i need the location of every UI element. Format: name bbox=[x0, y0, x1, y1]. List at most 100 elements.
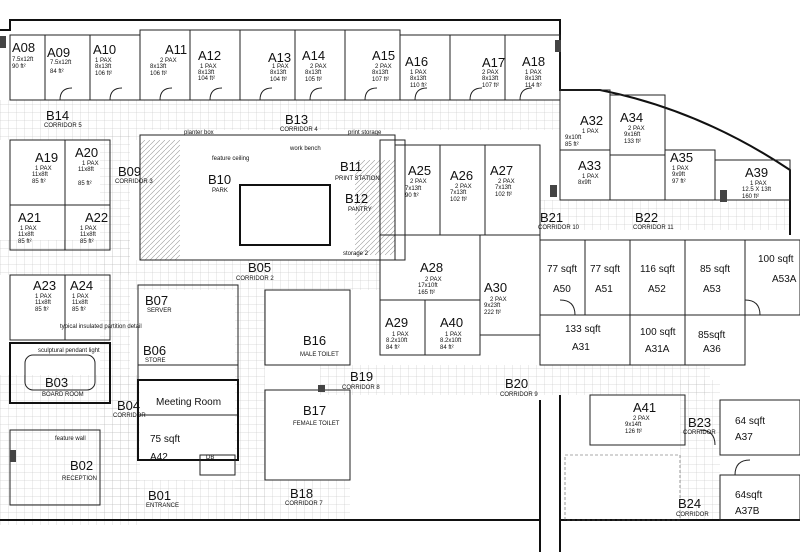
room-a15: A15 bbox=[372, 48, 395, 63]
svg-text:2 PAX: 2 PAX bbox=[160, 58, 177, 64]
svg-text:7x13ft: 7x13ft bbox=[450, 190, 467, 196]
svg-text:85 ft²: 85 ft² bbox=[72, 307, 86, 313]
svg-text:7.5x12ft: 7.5x12ft bbox=[50, 60, 72, 66]
area-a50: A50 bbox=[553, 284, 571, 295]
center-block bbox=[137, 134, 406, 481]
room-a27: A27 bbox=[490, 163, 513, 178]
area-a31-sqft: 133 sqft bbox=[565, 324, 601, 335]
svg-text:160 ft²: 160 ft² bbox=[742, 194, 759, 200]
svg-text:9x14ft: 9x14ft bbox=[625, 422, 642, 428]
room-a19: A19 bbox=[35, 150, 58, 165]
space-b24: B24 bbox=[678, 496, 701, 511]
room-notes: 7.5x12ft 90 ft² 7.5x12ft 84 ft² 1 PAX 8x… bbox=[12, 57, 771, 435]
svg-text:8x13ft: 8x13ft bbox=[95, 64, 112, 70]
svg-text:165 ft²: 165 ft² bbox=[418, 290, 435, 296]
svg-text:8x13ft: 8x13ft bbox=[410, 76, 427, 82]
svg-text:114 ft²: 114 ft² bbox=[525, 83, 542, 89]
room-a20: A20 bbox=[75, 145, 98, 160]
svg-text:11x8ft: 11x8ft bbox=[80, 232, 96, 238]
svg-text:106 ft²: 106 ft² bbox=[95, 71, 112, 77]
svg-text:222 ft²: 222 ft² bbox=[484, 310, 501, 316]
svg-text:1 PAX: 1 PAX bbox=[672, 166, 689, 172]
svg-text:104 ft²: 104 ft² bbox=[270, 77, 287, 83]
feature-ceiling-label: feature ceiling bbox=[212, 156, 249, 162]
door-swings bbox=[59, 87, 761, 476]
room-a08: A08 bbox=[12, 40, 35, 55]
svg-text:BOARD ROOM: BOARD ROOM bbox=[42, 392, 84, 398]
area-a37-sqft: 64 sqft bbox=[735, 416, 765, 427]
area-a51-sqft: 77 sqft bbox=[590, 264, 620, 275]
svg-text:17x10ft: 17x10ft bbox=[418, 283, 438, 289]
svg-text:2 PAX: 2 PAX bbox=[310, 64, 327, 70]
room-a30: A30 bbox=[484, 280, 507, 295]
svg-text:102 ft²: 102 ft² bbox=[450, 197, 467, 203]
svg-text:CORRIDOR: CORRIDOR bbox=[676, 512, 709, 518]
room-a23: A23 bbox=[33, 278, 56, 293]
svg-text:11x8ft: 11x8ft bbox=[32, 172, 48, 178]
svg-text:107 ft²: 107 ft² bbox=[372, 77, 389, 83]
svg-text:90 ft²: 90 ft² bbox=[405, 193, 419, 199]
annotations: Meeting Room DB work bench print storage… bbox=[38, 130, 382, 461]
svg-text:84 ft²: 84 ft² bbox=[440, 345, 454, 351]
room-a24: A24 bbox=[70, 278, 93, 293]
area-a42: A42 bbox=[150, 452, 168, 463]
room-a25: A25 bbox=[408, 163, 431, 178]
svg-text:RECEPTION: RECEPTION bbox=[62, 476, 97, 482]
space-b06: B06 bbox=[143, 343, 166, 358]
feature-wall-label: feature wall bbox=[55, 436, 86, 442]
room-a40: A40 bbox=[440, 315, 463, 330]
area-a42-sqft: 75 sqft bbox=[150, 434, 180, 445]
room-a22: A22 bbox=[85, 210, 108, 225]
space-b05: B05 bbox=[248, 260, 271, 275]
svg-text:105 ft²: 105 ft² bbox=[305, 77, 322, 83]
svg-text:1 PAX: 1 PAX bbox=[750, 181, 767, 187]
room-a35: A35 bbox=[670, 150, 693, 165]
svg-text:9x10ft: 9x10ft bbox=[565, 135, 582, 141]
area-a52-sqft: 116 sqft bbox=[640, 264, 675, 275]
svg-text:7x13ft: 7x13ft bbox=[495, 185, 512, 191]
svg-text:8x13ft: 8x13ft bbox=[270, 70, 287, 76]
room-a11: A11 bbox=[165, 42, 187, 57]
svg-text:102 ft²: 102 ft² bbox=[495, 192, 512, 198]
svg-text:MALE TOILET: MALE TOILET bbox=[300, 352, 339, 358]
svg-text:CORRIDOR 9: CORRIDOR 9 bbox=[500, 392, 538, 398]
svg-text:11x8ft: 11x8ft bbox=[78, 167, 94, 173]
area-a53a: A53A bbox=[772, 274, 797, 285]
right-grid bbox=[539, 239, 800, 521]
space-b12: B12 bbox=[345, 191, 368, 206]
svg-text:97 ft²: 97 ft² bbox=[672, 179, 686, 185]
space-b09: B09 bbox=[118, 164, 141, 179]
svg-text:2 PAX: 2 PAX bbox=[628, 126, 645, 132]
svg-text:CORRIDOR 3: CORRIDOR 3 bbox=[115, 179, 153, 185]
area-a36: A36 bbox=[703, 344, 721, 355]
svg-text:8x13ft: 8x13ft bbox=[150, 64, 167, 70]
room-a14: A14 bbox=[302, 48, 325, 63]
space-b03: B03 bbox=[45, 375, 68, 390]
grid-area-labels: 77 sqft A50 77 sqft A51 116 sqft A52 85 … bbox=[150, 254, 797, 517]
svg-text:11x8ft: 11x8ft bbox=[18, 232, 34, 238]
svg-text:84 ft²: 84 ft² bbox=[50, 69, 64, 75]
sculptural-pendant-label: sculptural pendant light bbox=[38, 348, 100, 354]
area-a31: A31 bbox=[572, 342, 590, 353]
room-a34: A34 bbox=[620, 110, 643, 125]
svg-text:1 PAX: 1 PAX bbox=[582, 174, 599, 180]
svg-text:85 ft²: 85 ft² bbox=[80, 239, 94, 245]
svg-text:PANTRY: PANTRY bbox=[348, 207, 372, 213]
room-a39: A39 bbox=[745, 165, 768, 180]
svg-text:2 PAX: 2 PAX bbox=[410, 179, 427, 185]
room-a09: A09 bbox=[47, 45, 70, 60]
area-a53-sqft: 85 sqft bbox=[700, 264, 730, 275]
db-label: DB bbox=[206, 455, 214, 461]
room-a28: A28 bbox=[420, 260, 443, 275]
space-b18: B18 bbox=[290, 486, 313, 501]
corridor-floors bbox=[0, 100, 790, 525]
svg-text:CORRIDOR: CORRIDOR bbox=[113, 413, 146, 419]
svg-text:90 ft²: 90 ft² bbox=[12, 64, 26, 70]
svg-text:85 ft²: 85 ft² bbox=[565, 142, 579, 148]
svg-text:8x13ft: 8x13ft bbox=[305, 70, 322, 76]
svg-text:107 ft²: 107 ft² bbox=[482, 83, 499, 89]
svg-text:8.2x10ft: 8.2x10ft bbox=[386, 338, 408, 344]
svg-text:SERVER: SERVER bbox=[147, 308, 172, 314]
svg-text:1 PAX: 1 PAX bbox=[445, 332, 462, 338]
svg-text:1 PAX: 1 PAX bbox=[200, 64, 217, 70]
